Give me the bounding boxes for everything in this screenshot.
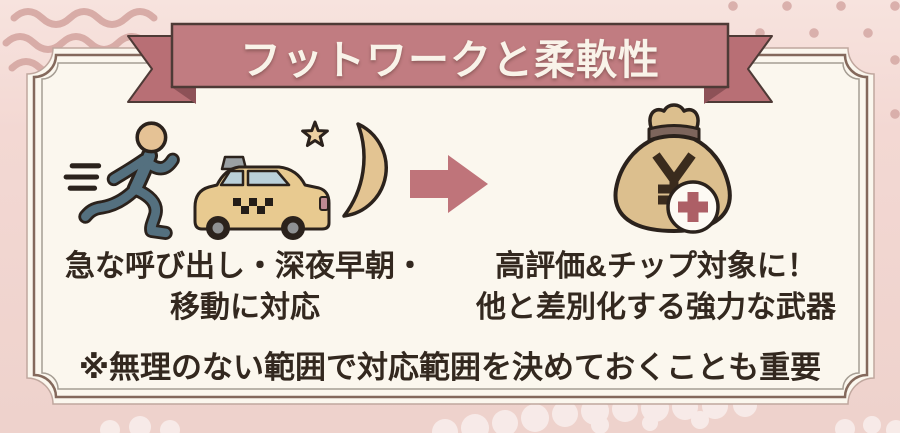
runner-head [135,121,168,154]
arrow-right-icon [410,155,488,213]
left-benefit-line2: 移動に対応 [170,291,320,324]
taxi-wheels [206,216,305,240]
ribbon-band [170,22,730,89]
crescent-moon-and-star-icon [301,120,388,218]
running-person-icon [63,121,180,240]
taxi-checker-band [233,198,273,214]
money-bag-yen-icon [613,103,732,234]
crescent-moon [342,122,388,218]
plus-badge-icon [666,180,720,234]
left-benefit-text: 急な呼び出し・深夜早朝・ 移動に対応 [35,246,455,328]
right-benefit-text: 高評価&チップ対象に！ 他と差別化する強力な武器 [446,246,866,328]
speed-lines [63,163,102,191]
taxi-windows [219,169,291,187]
star [301,120,329,147]
taxi-taillight [319,196,329,211]
taxi-icon [193,155,331,240]
card-frame-inner-line [41,62,860,390]
page-title: フットワークと柔軟性 [240,36,660,83]
ribbon-banner [127,22,773,104]
left-benefit-line1: 急な呼び出し・深夜早朝・ [65,250,425,283]
right-benefit-line1: 高評価&チップ対象に！ [495,250,817,283]
ribbon-fold-right [704,86,730,104]
card-frame-outer-line [32,53,869,399]
right-benefit-line2: 他と差別化する強力な武器 [476,291,836,324]
footnote-text: ※無理のない範囲で対応範囲を決めておくことも重要 [78,350,822,385]
ribbon-fold-left [170,86,196,104]
